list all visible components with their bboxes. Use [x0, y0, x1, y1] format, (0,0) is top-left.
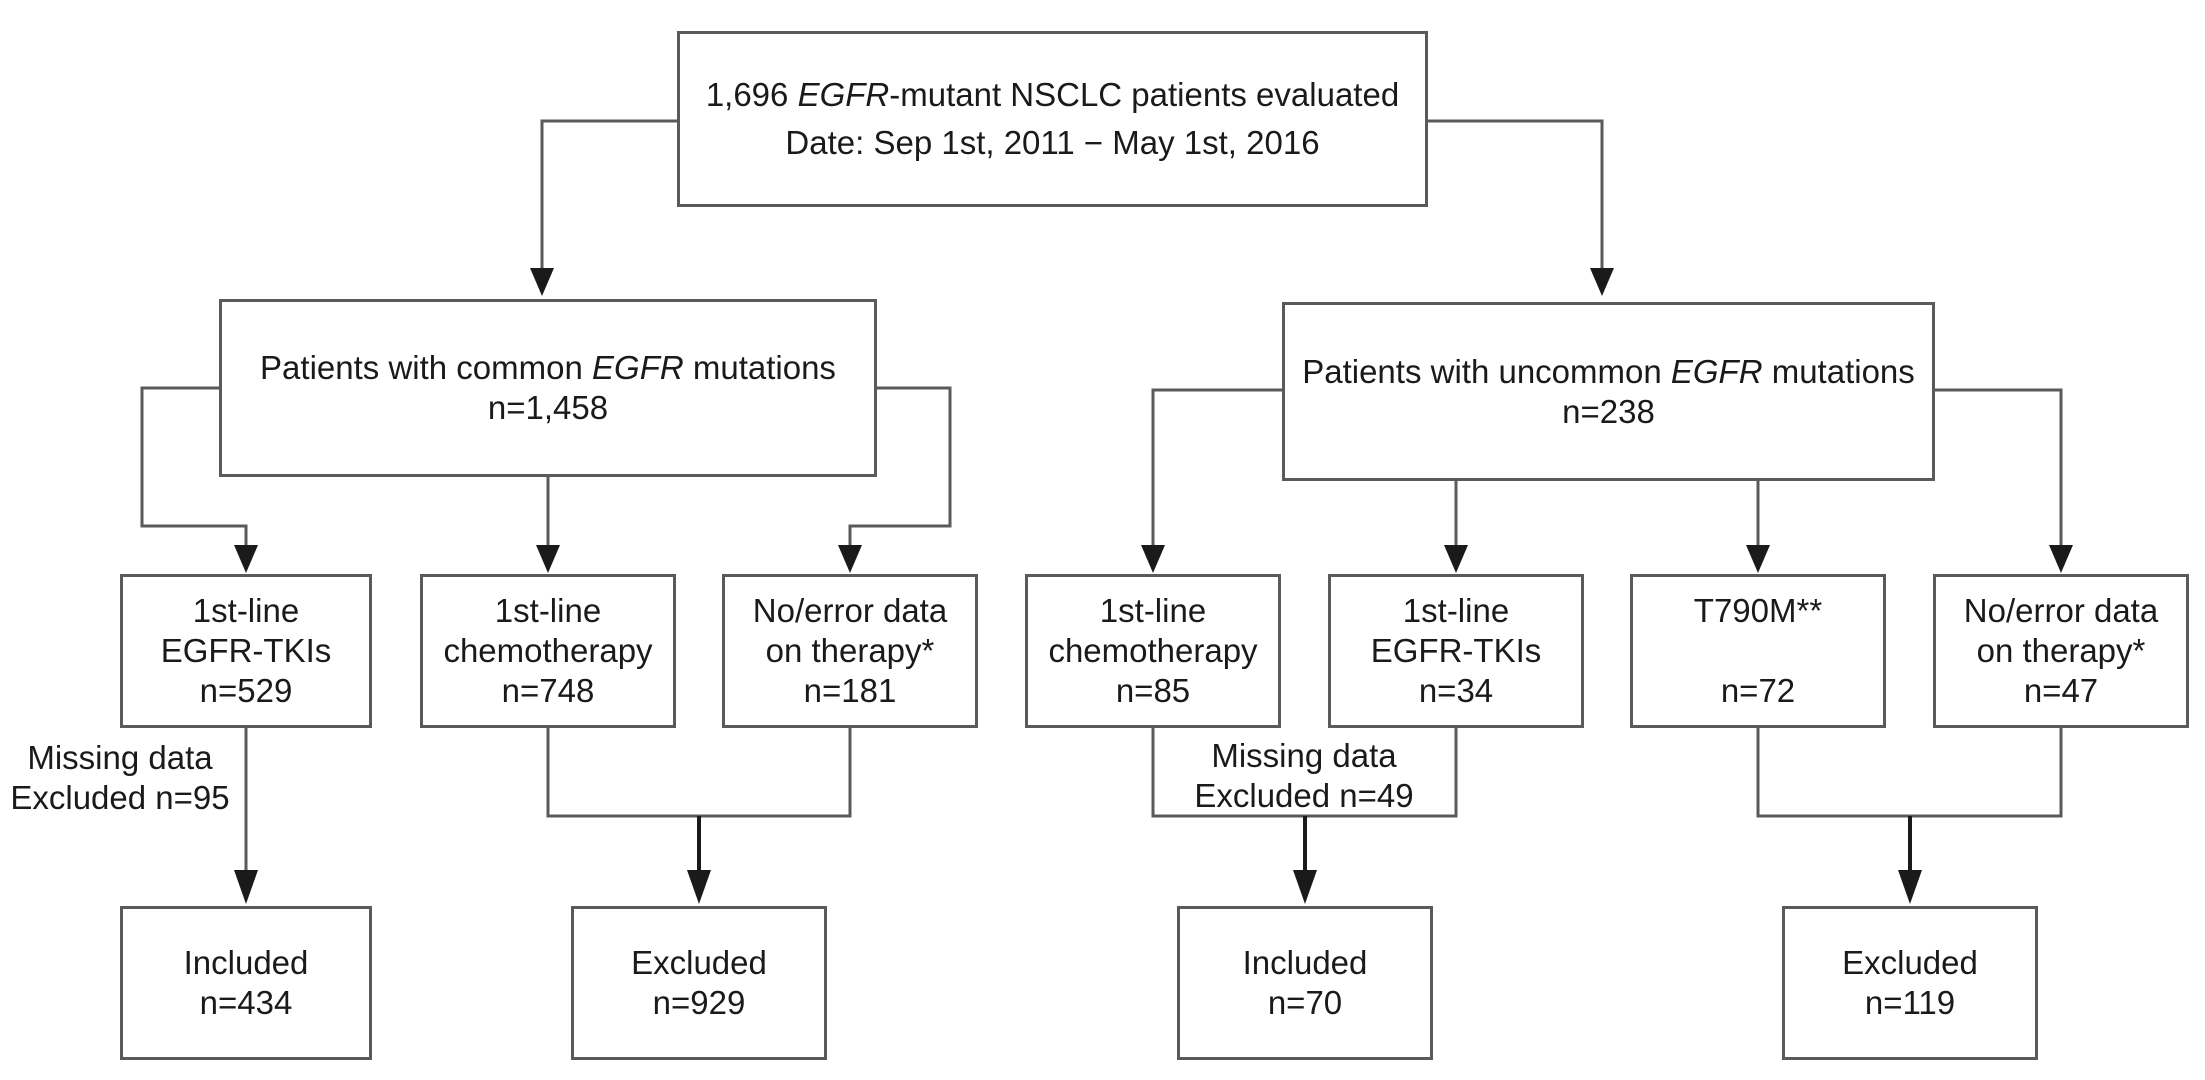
common-chemo-line2: chemotherapy: [443, 632, 653, 669]
arrowhead: [1898, 870, 1922, 904]
missing-data-note-left: Missing data Excluded n=95: [4, 738, 236, 818]
connector-uncommon-chemo: [1151, 388, 1282, 555]
connector-common-nodata: [848, 386, 952, 555]
uncommon-tki-line1: 1st-line: [1402, 592, 1510, 629]
common-chemo-line1: 1st-line: [494, 592, 602, 629]
uncommon-count: n=238: [1562, 392, 1655, 430]
arrowhead: [1293, 870, 1317, 904]
uncommon-chemo-box: 1st-line chemotherapy n=85: [1025, 574, 1281, 728]
excluded-right-box: Excluded n=119: [1782, 906, 2038, 1060]
root-box: 1,696 EGFR-mutant NSCLC patients evaluat…: [677, 31, 1428, 207]
arrowhead: [234, 870, 258, 904]
uncommon-nodata-line2: on therapy*: [1976, 632, 2146, 669]
common-title: Patients with common EGFR mutations: [260, 349, 836, 386]
uncommon-nodata-box: No/error data on therapy* n=47: [1933, 574, 2189, 728]
t790m-line1: T790M**: [1693, 592, 1823, 629]
connector-common-tki: [140, 386, 248, 555]
t790m-count: n=72: [1720, 672, 1796, 709]
common-chemo-box: 1st-line chemotherapy n=748: [420, 574, 676, 728]
arrowhead: [838, 545, 862, 573]
uncommon-chemo-count: n=85: [1115, 672, 1191, 709]
common-tki-box: 1st-line EGFR-TKIs n=529: [120, 574, 372, 728]
arrowhead: [1746, 545, 1770, 573]
common-tki-line1: 1st-line: [192, 592, 300, 629]
arrowhead: [234, 545, 258, 573]
included-right-label: Included: [1242, 944, 1368, 981]
common-tki-count: n=529: [199, 672, 293, 709]
arrowhead: [530, 268, 554, 296]
common-chemo-count: n=748: [501, 672, 595, 709]
uncommon-chemo-line2: chemotherapy: [1048, 632, 1258, 669]
root-line1: 1,696 EGFR-mutant NSCLC patients evaluat…: [705, 76, 1400, 113]
missing-left-line2: Excluded n=95: [10, 779, 230, 816]
arrowhead: [1141, 545, 1165, 573]
arrowhead: [1590, 268, 1614, 296]
connector-chemo-nodata-merge: [546, 728, 852, 818]
excluded-left-label: Excluded: [631, 944, 767, 981]
uncommon-mutations-box: Patients with uncommon EGFR mutations n=…: [1282, 302, 1935, 481]
included-left-label: Included: [183, 944, 309, 981]
arrowhead: [2049, 545, 2073, 573]
common-mutations-box: Patients with common EGFR mutations n=1,…: [219, 299, 877, 477]
connector-uncommon-nodata: [1935, 388, 2063, 555]
excluded-left-box: Excluded n=929: [571, 906, 827, 1060]
excluded-left-count: n=929: [652, 984, 746, 1021]
common-nodata-count: n=181: [803, 672, 897, 709]
uncommon-nodata-count: n=47: [2023, 672, 2099, 709]
common-nodata-box: No/error data on therapy* n=181: [722, 574, 978, 728]
uncommon-chemo-line1: 1st-line: [1099, 592, 1207, 629]
uncommon-tki-line2: EGFR-TKIs: [1370, 632, 1542, 669]
uncommon-title: Patients with uncommon EGFR mutations: [1302, 352, 1915, 390]
arrowhead: [687, 870, 711, 904]
uncommon-nodata-line1: No/error data: [1963, 592, 2159, 629]
missing-right-line2: Excluded n=49: [1194, 777, 1414, 814]
uncommon-tki-count: n=34: [1418, 672, 1494, 709]
excluded-right-label: Excluded: [1842, 944, 1978, 981]
included-left-box: Included n=434: [120, 906, 372, 1060]
missing-data-note-right: Missing data Excluded n=49: [1185, 736, 1423, 816]
common-count: n=1,458: [487, 389, 609, 426]
missing-left-line1: Missing data: [27, 739, 213, 776]
included-right-box: Included n=70: [1177, 906, 1433, 1060]
connector-root-left: [540, 119, 677, 280]
connector-t790m-nodata-merge: [1756, 728, 2063, 818]
uncommon-tki-box: 1st-line EGFR-TKIs n=34: [1328, 574, 1584, 728]
common-tki-line2: EGFR-TKIs: [160, 632, 332, 669]
missing-right-line1: Missing data: [1211, 737, 1397, 774]
included-right-count: n=70: [1267, 984, 1343, 1021]
common-nodata-line2: on therapy*: [765, 632, 935, 669]
arrowhead: [1444, 545, 1468, 573]
t790m-box: T790M** n=72: [1630, 574, 1886, 728]
root-line2: Date: Sep 1st, 2011 − May 1st, 2016: [785, 124, 1320, 161]
excluded-right-count: n=119: [1864, 984, 1956, 1021]
included-left-count: n=434: [199, 984, 293, 1021]
common-nodata-line1: No/error data: [752, 592, 948, 629]
connector-root-right: [1428, 119, 1604, 280]
arrowhead: [536, 545, 560, 573]
